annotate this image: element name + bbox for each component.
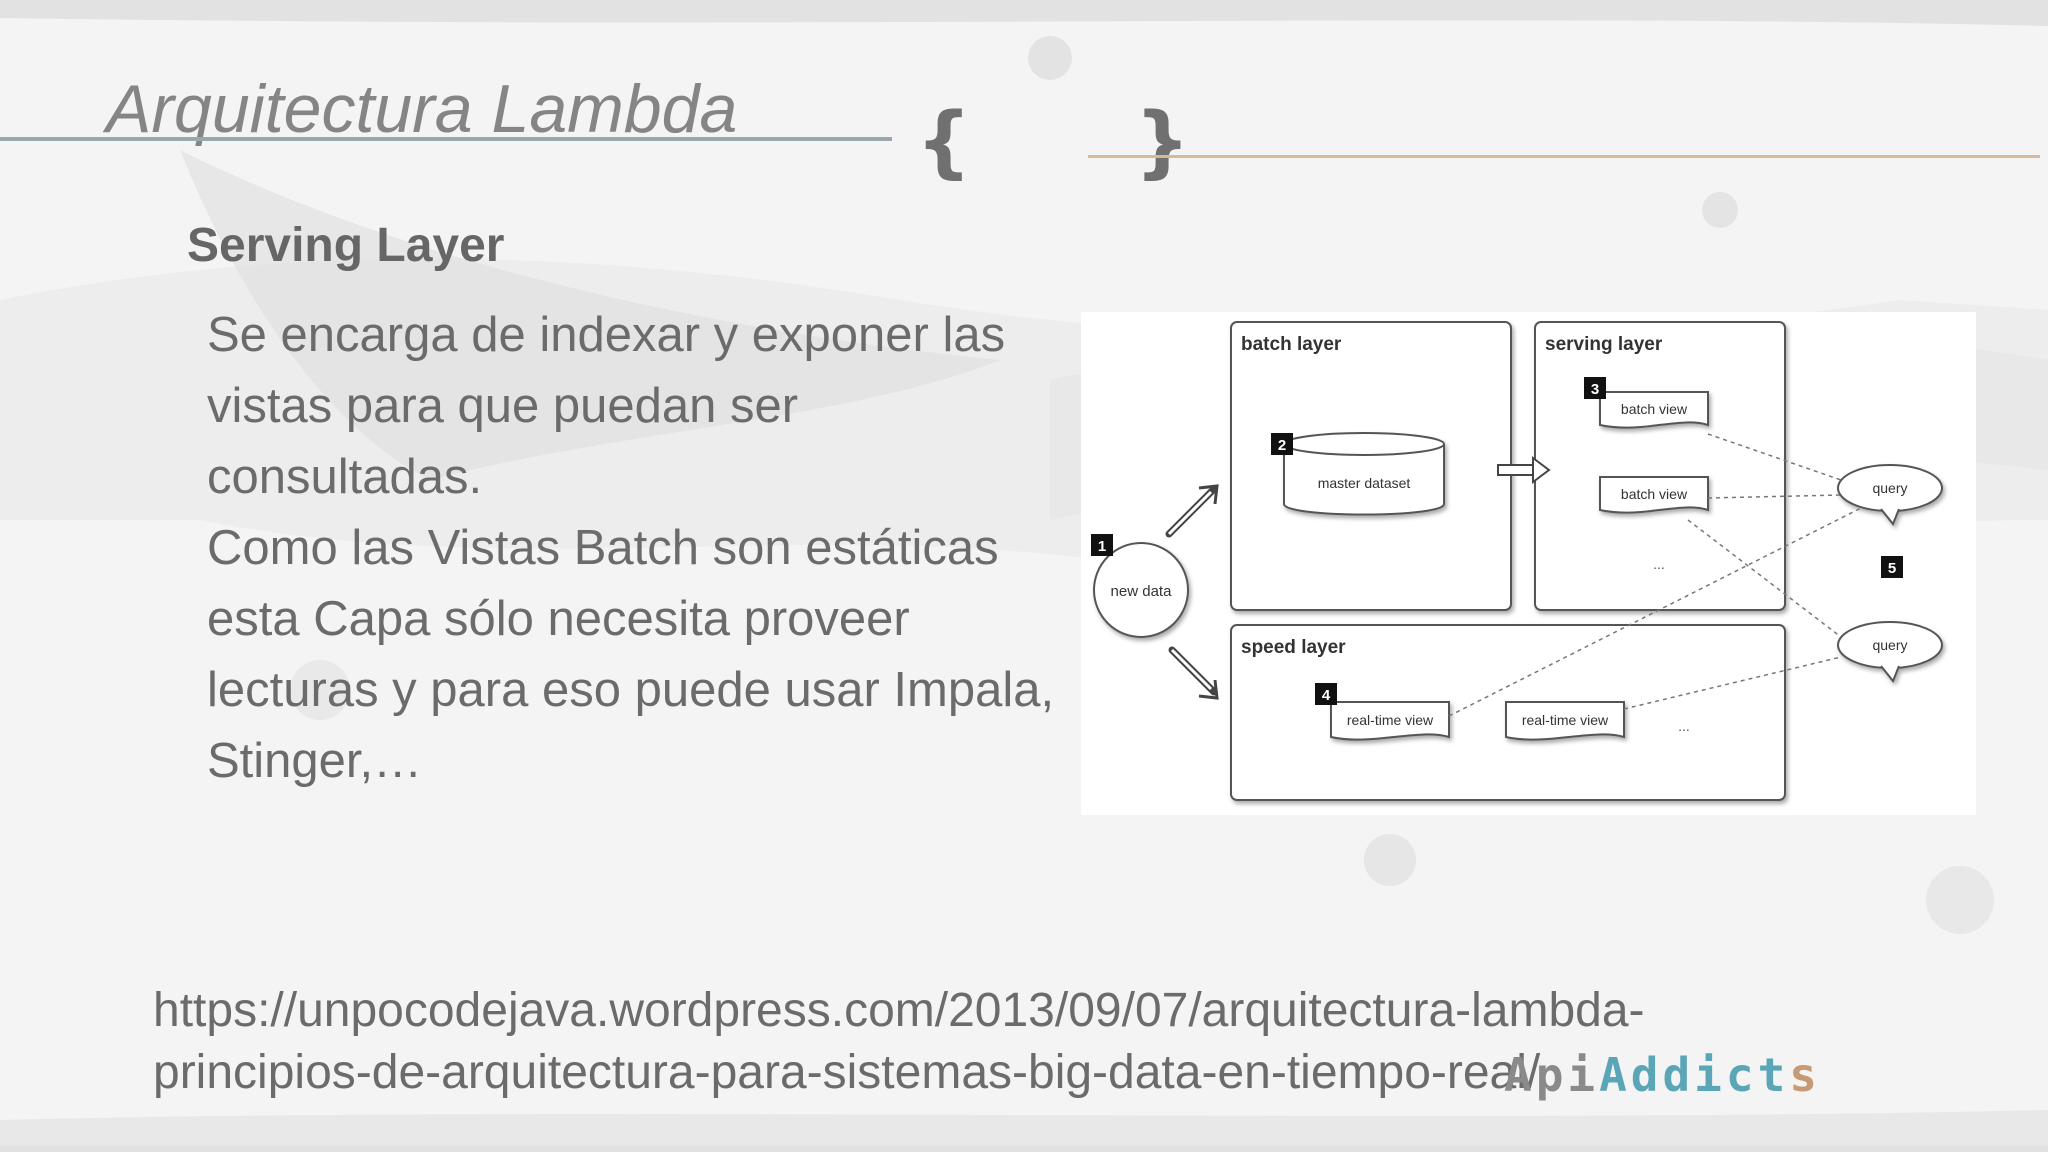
- realtime-view-label: real-time view: [1522, 712, 1609, 728]
- apiaddicts-logo: ApiAddicts: [1504, 1048, 1821, 1102]
- batch-layer-label: batch layer: [1241, 334, 1342, 355]
- step-badge: [1091, 534, 1113, 556]
- body-text: Se encarga de indexar y exponer las vist…: [207, 300, 1067, 797]
- step-badge: [1584, 377, 1606, 399]
- logo-addict: Addict: [1599, 1048, 1790, 1102]
- query-bubble: [1837, 464, 1943, 526]
- url-line: https://unpocodejava.wordpress.com/2013/…: [153, 984, 1645, 1037]
- query-label: query: [1872, 637, 1907, 653]
- header-rule: [1088, 155, 2040, 158]
- query-bubble: [1837, 621, 1943, 683]
- slide-title: Arquitectura Lambda: [106, 71, 738, 147]
- step-number: 1: [1098, 538, 1106, 555]
- realtime-view-doc: [1330, 701, 1450, 741]
- section-subtitle: Serving Layer: [187, 219, 505, 272]
- arrow-batch-to-serving-icon: [1497, 456, 1551, 484]
- braces-logo: { }: [916, 97, 1259, 187]
- speed-ellipsis: ...: [1678, 718, 1690, 734]
- paragraph: Como las Vistas Batch son estáticas esta…: [207, 521, 1055, 788]
- batch-view-doc: [1599, 391, 1709, 429]
- new-data-label: new data: [1111, 583, 1173, 600]
- url-line: principios-de-arquitectura-para-sistemas…: [153, 1046, 1541, 1099]
- step-badge: [1881, 556, 1903, 578]
- query-connections: [1448, 433, 1862, 717]
- query-label: query: [1872, 480, 1907, 496]
- serving-layer-label: serving layer: [1545, 334, 1663, 355]
- step-badge: [1271, 433, 1293, 455]
- speed-layer-label: speed layer: [1241, 637, 1346, 658]
- step-number: 4: [1322, 687, 1331, 704]
- paragraph: Se encarga de indexar y exponer las vist…: [207, 308, 1006, 504]
- reference-url[interactable]: https://unpocodejava.wordpress.com/2013/…: [153, 980, 1645, 1104]
- new-data-node: [1093, 542, 1189, 638]
- step-number: 5: [1888, 560, 1896, 577]
- batch-view-doc: [1599, 476, 1709, 514]
- step-number: 2: [1278, 437, 1286, 454]
- logo-tail: s: [1789, 1048, 1821, 1102]
- step-number: 3: [1591, 381, 1599, 398]
- arrow-to-batch-icon: [1165, 484, 1219, 538]
- realtime-view-label: real-time view: [1347, 712, 1434, 728]
- master-dataset-label: master dataset: [1318, 475, 1411, 491]
- serving-ellipsis: ...: [1653, 556, 1665, 572]
- bottom-border: [0, 1146, 2048, 1152]
- title-underline: [0, 137, 892, 141]
- batch-view-label: batch view: [1621, 486, 1688, 502]
- arrow-to-speed-icon: [1168, 646, 1219, 700]
- logo-api: Api: [1504, 1048, 1600, 1102]
- lambda-architecture-diagram: batch layer serving layer speed layer ne…: [1081, 312, 1976, 815]
- master-dataset-cylinder: [1283, 432, 1445, 516]
- step-badge: [1315, 683, 1337, 705]
- batch-view-label: batch view: [1621, 401, 1688, 417]
- realtime-view-doc: [1505, 701, 1625, 741]
